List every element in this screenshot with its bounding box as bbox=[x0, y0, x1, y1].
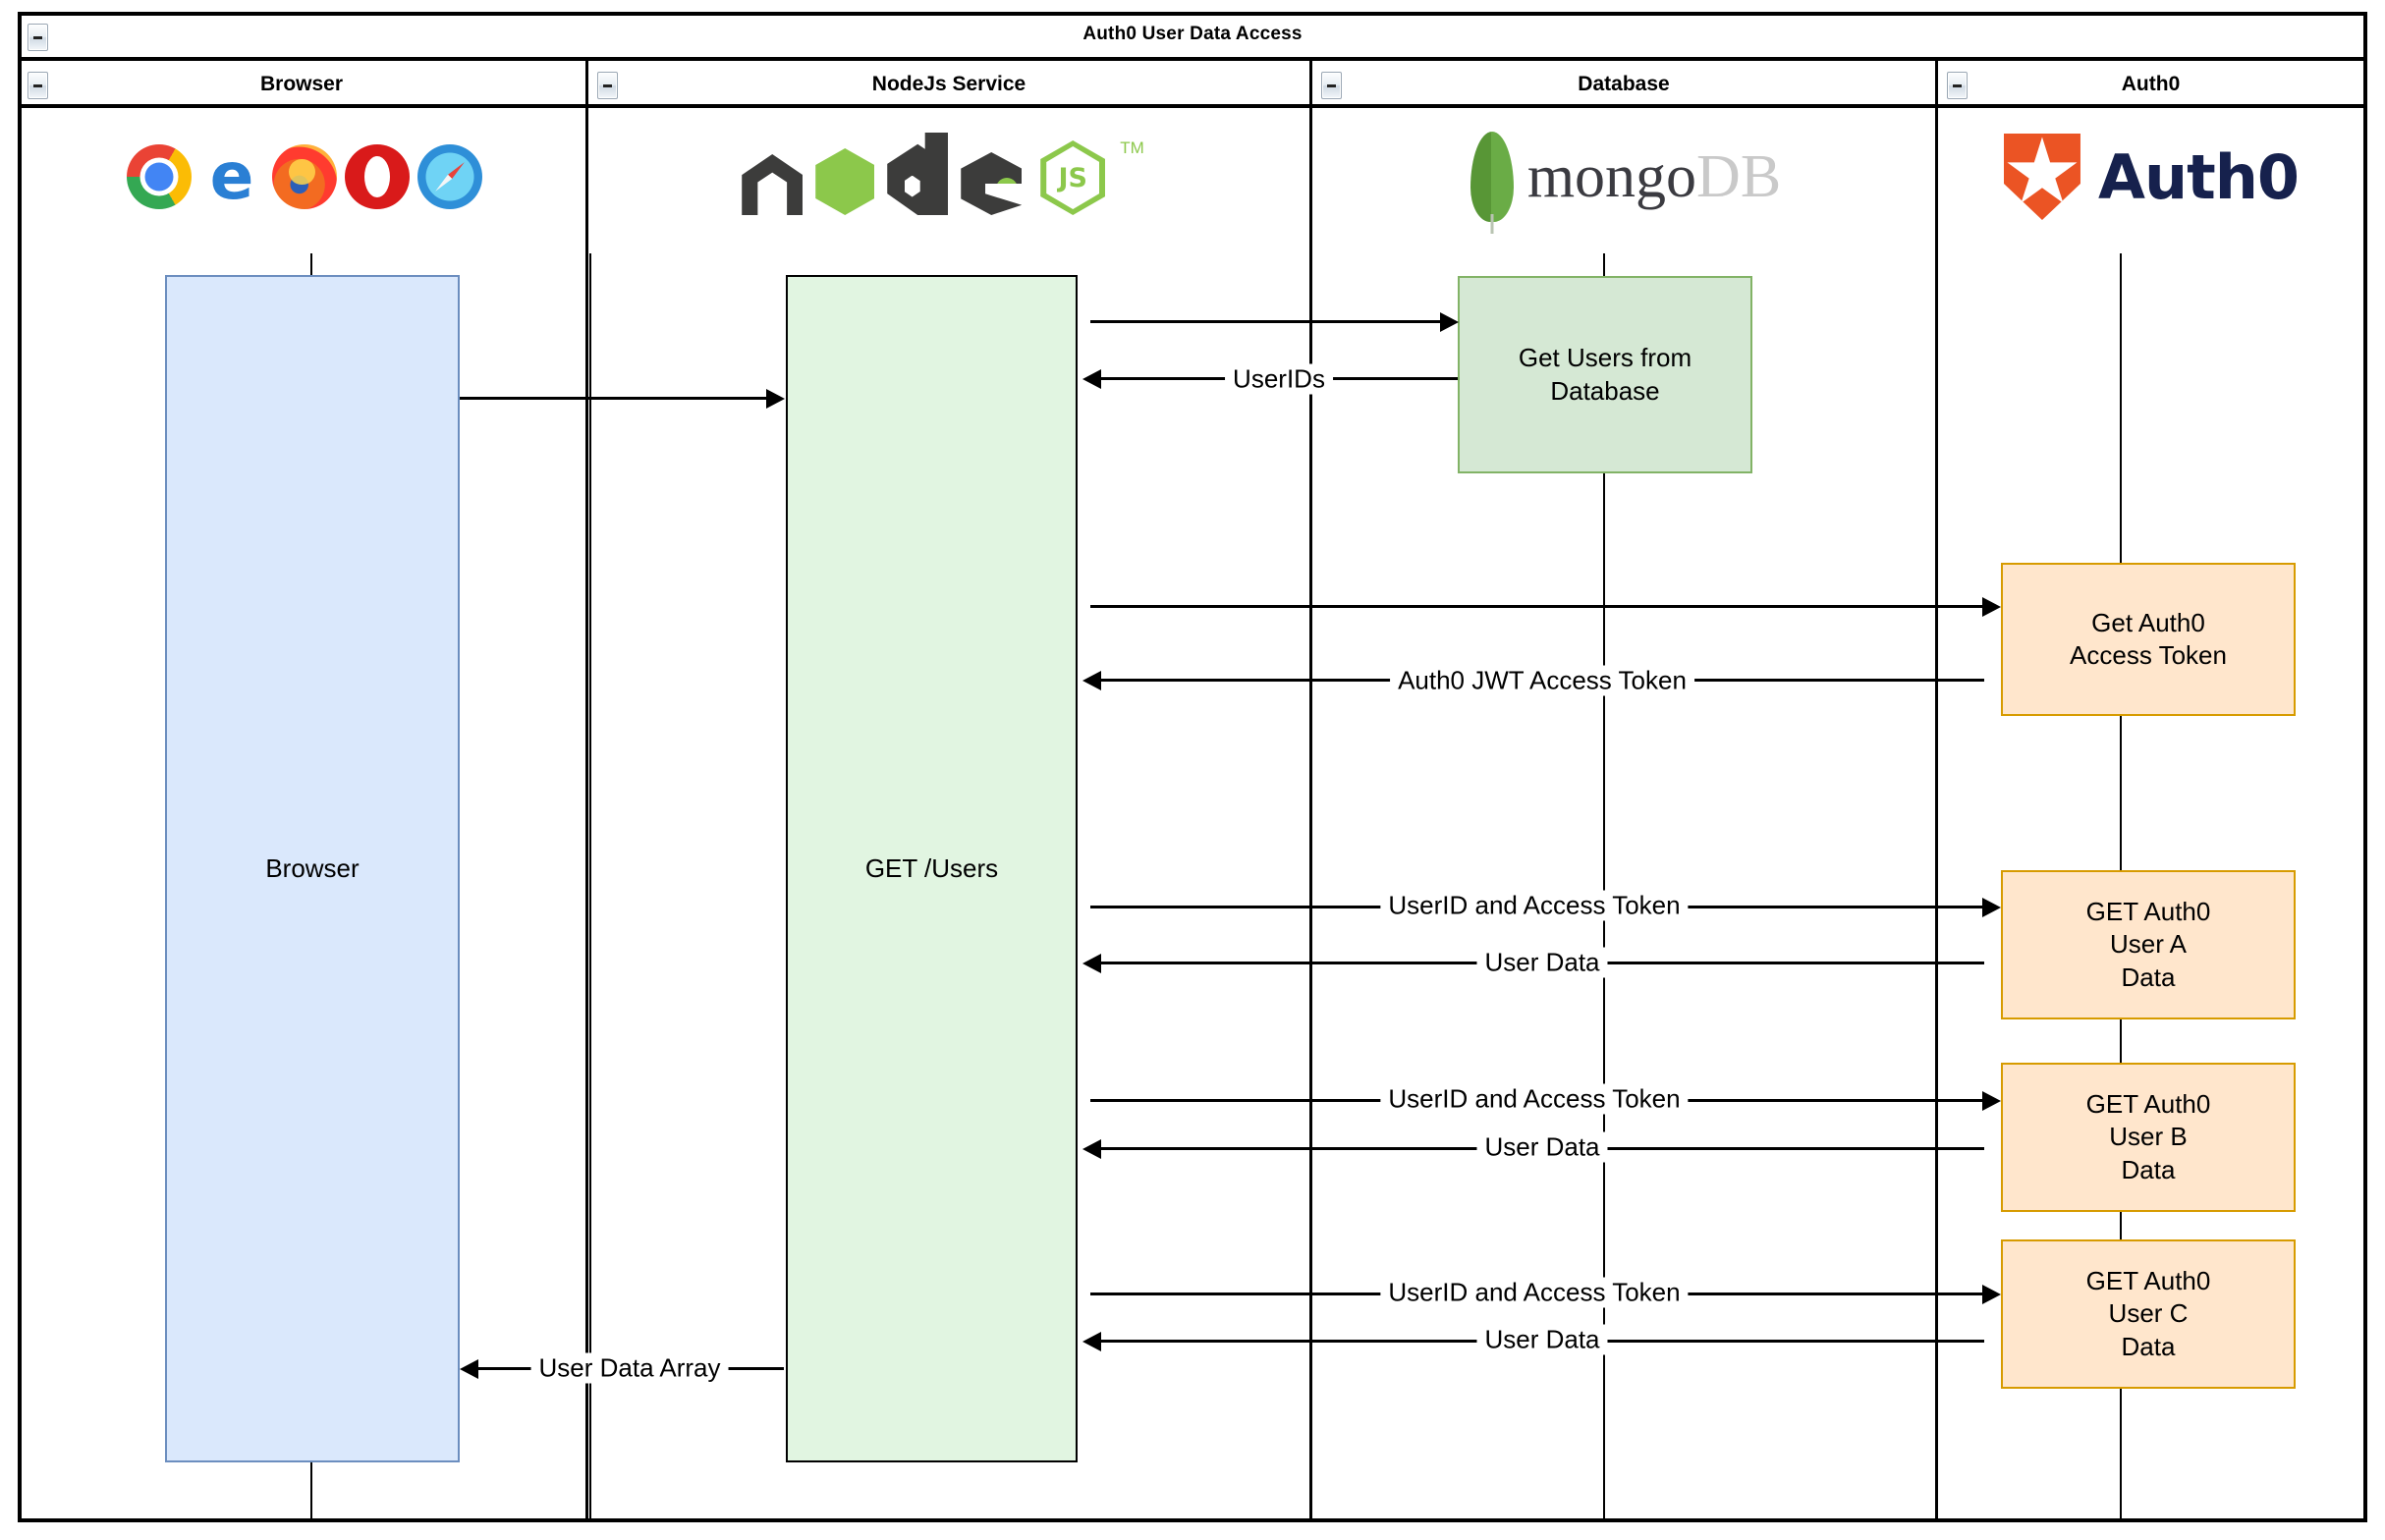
mongodb-leaf-icon bbox=[1470, 132, 1514, 222]
minus-icon bbox=[1327, 83, 1336, 87]
msg-userid-token-a-label: UserID and Access Token bbox=[1380, 890, 1689, 921]
lane-header-database[interactable]: Database bbox=[1309, 61, 1935, 108]
msg-node-to-db-arrowhead bbox=[1440, 312, 1459, 332]
get-auth0-user-c-data-box[interactable]: GET Auth0 User C Data bbox=[2001, 1239, 2296, 1389]
msg-db-userids-arrowhead bbox=[1082, 369, 1101, 389]
lane-separator-2 bbox=[1309, 108, 1312, 1518]
mongodb-wordmark-primary: mongo bbox=[1526, 143, 1697, 210]
collapse-toggle-database[interactable] bbox=[1321, 72, 1342, 99]
node-letter-e bbox=[961, 152, 1023, 215]
msg-browser-to-node-arrowhead bbox=[766, 389, 785, 409]
auth0-shield-icon bbox=[2003, 134, 2080, 220]
msg-user-data-b-label: User Data bbox=[1476, 1131, 1608, 1163]
lane-header-row: Browser NodeJs Service Database Auth0 bbox=[18, 61, 2367, 108]
msg-userid-token-b-arrowhead bbox=[1982, 1091, 2001, 1111]
msg-browser-to-node-line bbox=[460, 397, 766, 400]
node-letter-o bbox=[815, 148, 875, 215]
get-auth0-access-token-label: Get Auth0 Access Token bbox=[2070, 607, 2227, 670]
lane-header-nodejs[interactable]: NodeJs Service bbox=[585, 61, 1309, 108]
collapse-toggle-auth0[interactable] bbox=[1947, 72, 1968, 99]
minus-icon bbox=[33, 83, 42, 87]
auth0-wordmark: Auth0 bbox=[2097, 140, 2300, 213]
page-title: Auth0 User Data Access bbox=[1082, 24, 1303, 44]
lane-header-auth0[interactable]: Auth0 bbox=[1935, 61, 2363, 108]
node-activation-box[interactable]: GET /Users bbox=[786, 275, 1078, 1462]
nodejs-js-text: JS bbox=[1058, 162, 1087, 193]
edge-icon: e bbox=[209, 138, 254, 214]
nodejs-logo: JS TM bbox=[742, 126, 1144, 228]
browser-activation-box[interactable]: Browser bbox=[165, 275, 460, 1462]
msg-user-data-array-arrowhead bbox=[460, 1359, 478, 1379]
lane-header-browser[interactable]: Browser bbox=[18, 61, 585, 108]
msg-userid-token-c-arrowhead bbox=[1982, 1285, 2001, 1304]
msg-user-data-c-label: User Data bbox=[1476, 1324, 1608, 1355]
nodejs-trademark: TM bbox=[1120, 138, 1144, 157]
safari-icon bbox=[417, 144, 482, 209]
lane-separator-3 bbox=[1935, 108, 1938, 1518]
msg-userid-token-b-label: UserID and Access Token bbox=[1380, 1083, 1689, 1115]
mongodb-logo: mongoDB bbox=[1395, 124, 1857, 230]
lane-title-auth0: Auth0 bbox=[2121, 73, 2181, 95]
minus-icon bbox=[33, 35, 42, 39]
msg-userid-token-a-arrowhead bbox=[1982, 898, 2001, 917]
diagram-title-bar: Auth0 User Data Access bbox=[18, 12, 2367, 61]
node-letter-d bbox=[887, 133, 949, 215]
get-users-from-database-label: Get Users from Database bbox=[1518, 343, 1692, 406]
msg-auth0-jwt-arrowhead bbox=[1082, 671, 1101, 690]
msg-user-data-c-arrowhead bbox=[1082, 1332, 1101, 1351]
browser-activation-label: Browser bbox=[265, 852, 360, 883]
get-auth0-user-b-data-box[interactable]: GET Auth0 User B Data bbox=[2001, 1063, 2296, 1212]
get-auth0-user-c-data-label: GET Auth0 User C Data bbox=[2085, 1266, 2211, 1361]
lane-separator-1 bbox=[585, 108, 588, 1518]
msg-node-to-auth0-token-arrowhead bbox=[1982, 597, 2001, 617]
get-auth0-user-a-data-box[interactable]: GET Auth0 User A Data bbox=[2001, 870, 2296, 1019]
auth0-logo: Auth0 bbox=[1984, 126, 2318, 228]
opera-icon bbox=[345, 144, 410, 209]
browser-logos: e bbox=[118, 128, 491, 226]
msg-node-to-db-line bbox=[1090, 320, 1444, 323]
node-activation-label: GET /Users bbox=[864, 852, 999, 883]
chrome-icon bbox=[127, 144, 192, 209]
msg-auth0-jwt-label: Auth0 JWT Access Token bbox=[1390, 665, 1694, 696]
lifeline-nodejs bbox=[589, 253, 591, 1518]
nodejs-js-badge: JS bbox=[1040, 140, 1106, 215]
minus-icon bbox=[603, 83, 612, 87]
msg-userid-token-c-label: UserID and Access Token bbox=[1380, 1277, 1689, 1308]
firefox-icon bbox=[272, 144, 337, 209]
lane-title-database: Database bbox=[1578, 73, 1670, 95]
get-auth0-user-b-data-label: GET Auth0 User B Data bbox=[2085, 1089, 2211, 1184]
msg-user-data-array-label: User Data Array bbox=[530, 1352, 729, 1384]
msg-node-to-auth0-token-line bbox=[1090, 605, 1984, 608]
lane-title-nodejs: NodeJs Service bbox=[871, 73, 1026, 95]
collapse-toggle-nodejs[interactable] bbox=[597, 72, 618, 99]
get-auth0-user-a-data-label: GET Auth0 User A Data bbox=[2085, 897, 2211, 992]
msg-db-userids-label: UserIDs bbox=[1225, 363, 1333, 395]
collapse-toggle-diagram[interactable] bbox=[28, 24, 48, 51]
get-auth0-access-token-box[interactable]: Get Auth0 Access Token bbox=[2001, 563, 2296, 716]
lifeline-database bbox=[1603, 253, 1605, 1518]
msg-user-data-a-arrowhead bbox=[1082, 954, 1101, 973]
msg-user-data-a-label: User Data bbox=[1476, 947, 1608, 978]
node-letter-n bbox=[742, 154, 804, 215]
auth0-star-icon bbox=[2007, 137, 2078, 203]
minus-icon bbox=[1953, 83, 1962, 87]
collapse-toggle-browser[interactable] bbox=[28, 72, 48, 99]
get-users-from-database-box[interactable]: Get Users from Database bbox=[1458, 276, 1752, 473]
msg-user-data-b-arrowhead bbox=[1082, 1139, 1101, 1159]
lane-title-browser: Browser bbox=[259, 73, 344, 95]
mongodb-wordmark-secondary: DB bbox=[1696, 143, 1782, 210]
